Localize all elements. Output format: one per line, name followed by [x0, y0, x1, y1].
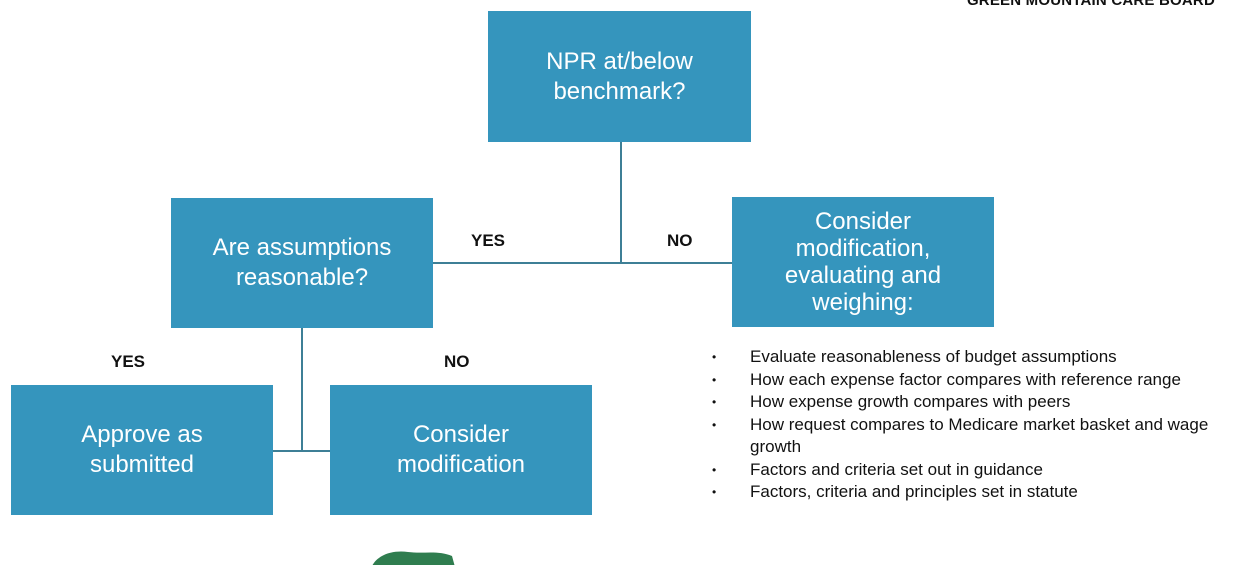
edge-label-npr-no: NO: [667, 231, 693, 250]
node-npr-line-1: NPR at/below: [546, 47, 693, 75]
connector-npr-down: [620, 142, 622, 263]
node-assumptions-question: Are assumptions reasonable?: [171, 198, 433, 328]
edge-label-npr-yes: YES: [471, 231, 506, 250]
edge-label-assumptions-yes: YES: [111, 352, 146, 371]
connector-yes-no-branch: [433, 262, 732, 264]
node-npr-line-2: benchmark?: [553, 77, 686, 105]
criteria-list-item: Factors and criteria set out in guidance: [710, 459, 1230, 482]
criteria-bullet-list: Evaluate reasonableness of budget assump…: [710, 346, 1230, 504]
node-consider-modification: Consider modification: [330, 385, 592, 515]
criteria-list-item: How expense growth compares with peers: [710, 391, 1230, 414]
green-logo-shape-path: [372, 551, 455, 565]
node-consider-modification-line-1: Consider: [412, 421, 510, 448]
node-npr-benchmark-question: NPR at/below benchmark?: [488, 11, 751, 142]
node-approve-as-submitted: Approve as submitted: [11, 385, 273, 515]
criteria-list-item: How each expense factor compares with re…: [710, 369, 1230, 392]
node-consider-weighing-line-3: evaluating and: [784, 262, 942, 289]
connector-assumptions-down: [301, 328, 303, 451]
criteria-list-item: Evaluate reasonableness of budget assump…: [710, 346, 1230, 369]
node-approve-line-1: Approve as: [81, 421, 203, 448]
criteria-list-item: Factors, criteria and principles set in …: [710, 481, 1230, 504]
node-assumptions-line-2: reasonable?: [235, 264, 369, 291]
node-consider-weighing: Consider modification, evaluating and we…: [732, 197, 994, 327]
connector-approve-consider: [273, 450, 330, 452]
criteria-list-item: How request compares to Medicare market …: [710, 414, 1230, 459]
node-consider-weighing-line-4: weighing:: [812, 289, 914, 316]
organization-header: GREEN MOUNTAIN CARE BOARD: [966, 0, 1215, 9]
node-consider-modification-line-2: modification: [396, 451, 526, 478]
node-consider-weighing-line-2: modification,: [795, 235, 931, 262]
edge-label-assumptions-no: NO: [444, 352, 470, 371]
node-approve-line-2: submitted: [89, 451, 195, 478]
node-assumptions-line-1: Are assumptions: [212, 234, 392, 261]
green-logo-shape: [372, 551, 455, 565]
node-consider-weighing-line-1: Consider: [814, 208, 912, 235]
